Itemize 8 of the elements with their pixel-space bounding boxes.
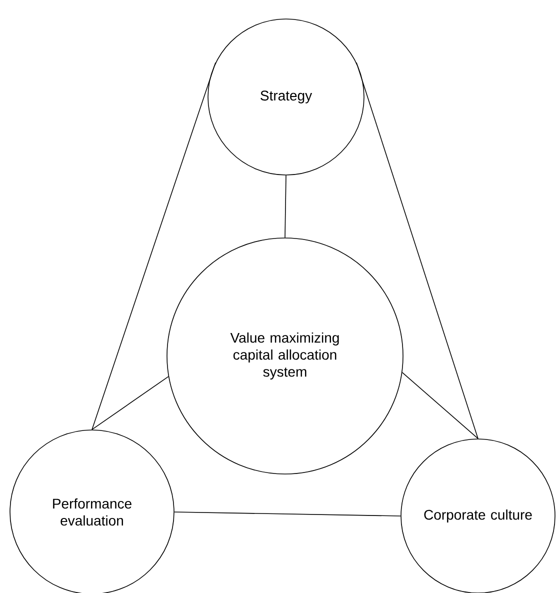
connector-line xyxy=(402,372,478,439)
connector-line xyxy=(92,62,216,430)
connector-line xyxy=(174,512,401,516)
connector-line xyxy=(284,174,286,238)
circle-node: Value maximizing capital allocation system xyxy=(166,238,404,474)
circle-node: Strategy xyxy=(208,18,364,176)
connector-line xyxy=(92,376,169,430)
connector-line xyxy=(356,62,478,439)
